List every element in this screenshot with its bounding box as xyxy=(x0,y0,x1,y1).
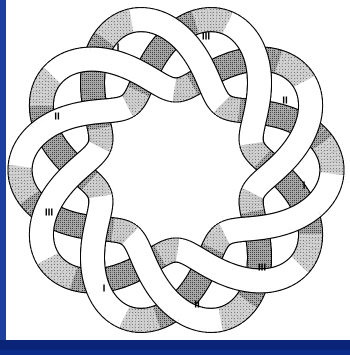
ribbon-edge xyxy=(30,112,31,116)
ribbon-edge xyxy=(112,146,113,148)
ribbon-edge xyxy=(130,331,134,332)
ribbon-edge xyxy=(110,150,111,152)
ribbon-edge xyxy=(121,121,123,122)
ribbon-edge xyxy=(110,188,111,190)
ribbon-edge xyxy=(322,112,323,116)
ribbon-edge xyxy=(218,331,222,332)
ribbon-edge xyxy=(241,150,242,152)
ribbon-edge xyxy=(112,192,113,194)
ribbon-edge xyxy=(240,192,241,194)
ribbon-edge xyxy=(111,123,112,126)
ribbon-edge xyxy=(183,239,185,240)
ribbon-edge xyxy=(267,292,271,293)
ribbon-edge xyxy=(343,160,344,164)
ribbon-edge xyxy=(228,219,230,220)
ribbon-edge xyxy=(8,176,9,180)
ribbon-edge xyxy=(8,160,9,164)
ribbon-edge xyxy=(270,239,271,243)
ribbon-edge xyxy=(225,120,227,121)
ribbon-edge xyxy=(130,8,134,9)
ribbon-edge xyxy=(111,214,112,217)
ribbon-edge xyxy=(240,146,241,148)
ribbon-edge xyxy=(167,101,169,102)
ribbon-edge xyxy=(183,101,185,102)
ribbon-edge xyxy=(267,47,271,48)
ribbon-edge xyxy=(81,97,82,101)
ribbon-segment xyxy=(247,253,271,258)
ribbon-edge xyxy=(218,8,222,9)
ribbon-edge xyxy=(81,292,85,293)
ribbon-edge xyxy=(241,123,242,126)
left-frame-edge xyxy=(0,0,6,350)
ribbon-edge xyxy=(110,217,111,220)
ribbon-edge xyxy=(240,211,241,214)
ribbon-edge xyxy=(111,211,112,214)
ribbon-edge xyxy=(241,120,242,123)
ribbon-edge xyxy=(228,121,230,122)
ribbon-edge xyxy=(322,224,323,228)
ribbon-edge xyxy=(225,220,227,221)
ribbon-edge xyxy=(167,239,169,240)
ribbon-edge xyxy=(241,188,242,190)
ribbon-edge xyxy=(121,219,123,220)
ribbon-edge xyxy=(240,126,241,129)
ribbon-edge xyxy=(343,176,344,180)
ribbon-edge xyxy=(30,224,31,228)
ribbon-edge xyxy=(124,120,126,121)
ribbon-edge xyxy=(111,126,112,129)
ribbon-edge xyxy=(124,220,126,221)
ribbon-edge xyxy=(241,214,242,217)
